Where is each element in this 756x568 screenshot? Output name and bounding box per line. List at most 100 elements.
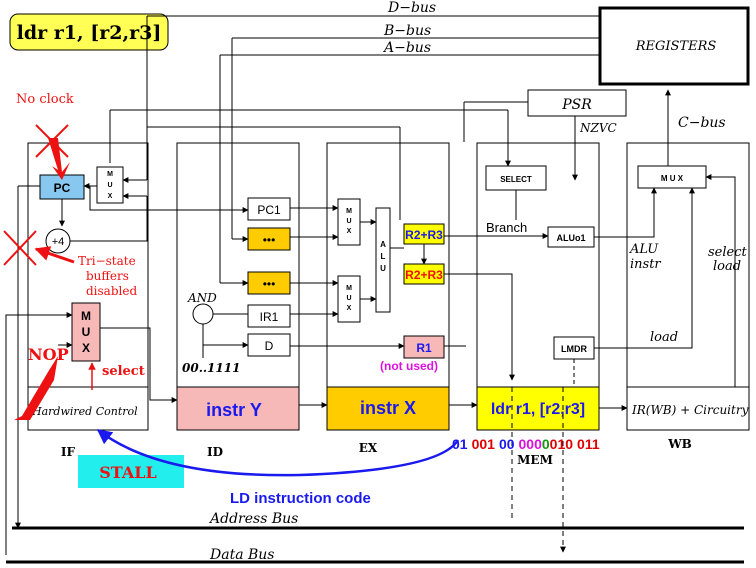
- instr-x: [326, 386, 450, 431]
- pc-label: PC: [54, 181, 71, 195]
- if-mux: [96, 166, 124, 204]
- select-annotation: select: [102, 364, 145, 379]
- instr-y-label: instr Y: [206, 400, 262, 420]
- no-clock-arrow-icon: [48, 138, 70, 180]
- d-label: D: [265, 339, 274, 353]
- b-bus-label: B−bus: [383, 23, 431, 39]
- if-mux-label-x: X: [108, 193, 113, 200]
- plus4-label: +4: [52, 236, 65, 248]
- r2r3-bot-label: R2+R3: [405, 268, 443, 282]
- stall-box: [78, 455, 184, 488]
- ones-label: 00..1111: [182, 361, 240, 375]
- ir1-label: IR1: [260, 310, 279, 324]
- nop-mux: [71, 302, 101, 362]
- alu-l: L: [381, 252, 386, 261]
- id-dots-1-label: •••: [263, 233, 276, 247]
- stall-label: STALL: [99, 463, 157, 482]
- code-part-1: 001: [472, 436, 496, 452]
- stage-label-if: IF: [61, 445, 76, 459]
- pc1-label: PC1: [257, 203, 281, 217]
- tristate-x-icon: [3, 230, 37, 266]
- alu-instr-line-1: ALU: [629, 242, 659, 257]
- select-load-line-2: load: [713, 259, 741, 274]
- tristate-line-1: Tri−state: [78, 254, 136, 268]
- r2r3-top-label: R2+R3: [405, 228, 443, 242]
- wb-mux-label: M U X: [661, 174, 684, 183]
- title-box: [9, 13, 169, 51]
- stage-label-id: ID: [207, 445, 223, 459]
- stage-label-mem: MEM: [517, 453, 553, 467]
- a-bus-label: A−bus: [382, 40, 431, 56]
- and-label: AND: [187, 291, 217, 305]
- ex-mux-2-m: M: [346, 285, 352, 292]
- code-part-5: 010: [550, 436, 574, 452]
- code-part-4: 0: [542, 436, 550, 452]
- select-load-line-1: select: [708, 245, 747, 260]
- wb-ir-label: IR(WB) + Circuitry: [631, 403, 749, 417]
- mem-instr-label: ldr r1, [r2,r3]: [491, 401, 585, 418]
- load-label: load: [650, 330, 678, 345]
- if-mux-label-u: U: [107, 182, 112, 189]
- ex-mux-2-x: X: [347, 305, 352, 312]
- ex-mux-1-x: X: [347, 228, 352, 235]
- branch-label: Branch: [486, 220, 527, 235]
- ex-mux-1-u: U: [346, 218, 351, 225]
- and-gate: [192, 303, 214, 325]
- psr-block: [527, 89, 627, 117]
- lmdr-to-wbmux: [594, 187, 695, 349]
- data-bus-to-mux: [5, 312, 73, 555]
- ir1-register: [247, 304, 291, 328]
- no-clock-label: No clock: [16, 92, 74, 107]
- alu-a: A: [380, 240, 386, 249]
- alu-u: U: [380, 264, 386, 273]
- instr-x-label: instr X: [360, 398, 416, 418]
- c-bus-label: C−bus: [678, 115, 726, 131]
- plus4-feedback: [70, 196, 148, 242]
- id-dots-2-label: •••: [263, 277, 276, 291]
- nop-mux-m: M: [81, 309, 91, 323]
- top-buses: [109, 15, 671, 283]
- pc1-register: [247, 197, 291, 221]
- alu: [375, 207, 391, 313]
- select-load-label: select load: [708, 245, 751, 274]
- ex-mux-1-m: M: [346, 208, 352, 215]
- nop-arrow-icon: [14, 356, 58, 420]
- code-part-6: 011: [577, 436, 600, 452]
- r2r3-down-to-mem: [444, 273, 515, 381]
- mem-instr: [476, 386, 600, 431]
- alu-instr-line-2: instr: [630, 257, 661, 272]
- stage-label-ex: EX: [359, 441, 378, 455]
- alu-instr-label: ALU instr: [629, 242, 662, 272]
- mux-to-ir: [100, 327, 178, 403]
- select-label: SELECT: [500, 175, 532, 184]
- stage-label-wb: WB: [667, 437, 692, 451]
- d-bus-label: D−bus: [387, 0, 436, 16]
- tristate-arrow: [34, 246, 75, 264]
- aluo1-to-wbmux: [594, 187, 657, 238]
- tristate-label: Tri−state buffers disabled: [78, 254, 140, 298]
- title-text: ldr r1, [r2,r3]: [17, 22, 162, 44]
- code-part-2: 00: [499, 436, 515, 452]
- registers-block: [598, 6, 750, 86]
- data-bus-label: Data Bus: [209, 547, 274, 563]
- lmdr-label: LMDR: [561, 344, 587, 354]
- not-used-label: (not used): [380, 359, 438, 373]
- hardwired-control-label: Hardwired Control: [31, 405, 138, 418]
- instr-y: [176, 386, 300, 431]
- tristate-line-3: disabled: [86, 284, 137, 298]
- tristate-line-2: buffers: [86, 269, 129, 283]
- and-out: [202, 324, 249, 348]
- psr-flags: NZVC: [579, 121, 617, 135]
- pc-to-pc1: [84, 185, 249, 213]
- nop-mux-u: U: [82, 325, 91, 339]
- registers-label: REGISTERS: [635, 39, 717, 54]
- address-bus-label: Address Bus: [208, 511, 298, 527]
- wb-select: [705, 174, 736, 387]
- code-part-0: 01: [452, 436, 468, 452]
- code-part-3: 000: [519, 436, 543, 452]
- ld-code-label: LD instruction code: [230, 490, 371, 507]
- ld-code-arrow: [96, 429, 460, 477]
- ex-mux-2-u: U: [346, 295, 351, 302]
